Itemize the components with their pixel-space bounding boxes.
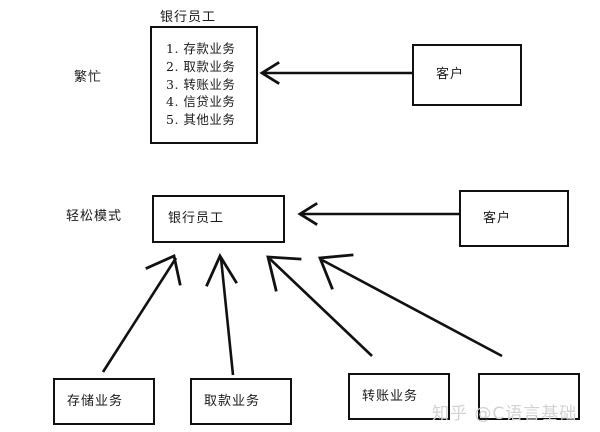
mode-label-relaxed: 轻松模式 bbox=[66, 209, 123, 224]
service-box-deposit-label: 存储业务 bbox=[67, 393, 124, 409]
bank-staff-title-label: 银行员工 bbox=[160, 10, 217, 25]
busy-services-box: 1. 存款业务 2. 取款业务 3. 转账业务 4. 信贷业务 5. 其他业务 bbox=[150, 26, 258, 144]
mode-label-busy: 繁忙 bbox=[74, 70, 103, 85]
list-item: 3. 转账业务 bbox=[166, 76, 236, 92]
service-box-empty bbox=[478, 373, 580, 420]
service-box-transfer: 转账业务 bbox=[348, 373, 450, 420]
arrow-service2-to-staff bbox=[205, 253, 238, 376]
arrow-service4-to-staff bbox=[318, 253, 503, 358]
list-item: 4. 信贷业务 bbox=[166, 94, 236, 110]
arrow-service3-to-staff bbox=[266, 255, 373, 357]
service-box-deposit: 存储业务 bbox=[53, 378, 155, 425]
service-box-withdrawal-label: 取款业务 bbox=[204, 393, 261, 409]
customer-box-busy: 客户 bbox=[412, 44, 522, 106]
list-item: 1. 存款业务 bbox=[166, 41, 236, 56]
bank-staff-box-relaxed: 银行员工 bbox=[152, 195, 285, 243]
arrow-customer-to-staff-relaxed bbox=[297, 202, 459, 226]
arrow-customer-to-staff-busy bbox=[259, 61, 412, 85]
bank-staff-box-relaxed-label: 银行员工 bbox=[168, 211, 225, 227]
customer-box-busy-label: 客户 bbox=[436, 67, 465, 83]
service-box-withdrawal: 取款业务 bbox=[190, 378, 292, 425]
busy-services-list: 1. 存款业务 2. 取款业务 3. 转账业务 4. 信贷业务 5. 其他业务 bbox=[152, 28, 235, 129]
list-item: 2. 取款业务 bbox=[166, 58, 236, 74]
arrow-service1-to-staff bbox=[101, 254, 182, 373]
customer-box-relaxed-label: 客户 bbox=[483, 210, 512, 226]
service-box-transfer-label: 转账业务 bbox=[362, 388, 419, 404]
customer-box-relaxed: 客户 bbox=[459, 190, 569, 247]
list-item: 5. 其他业务 bbox=[166, 112, 236, 127]
